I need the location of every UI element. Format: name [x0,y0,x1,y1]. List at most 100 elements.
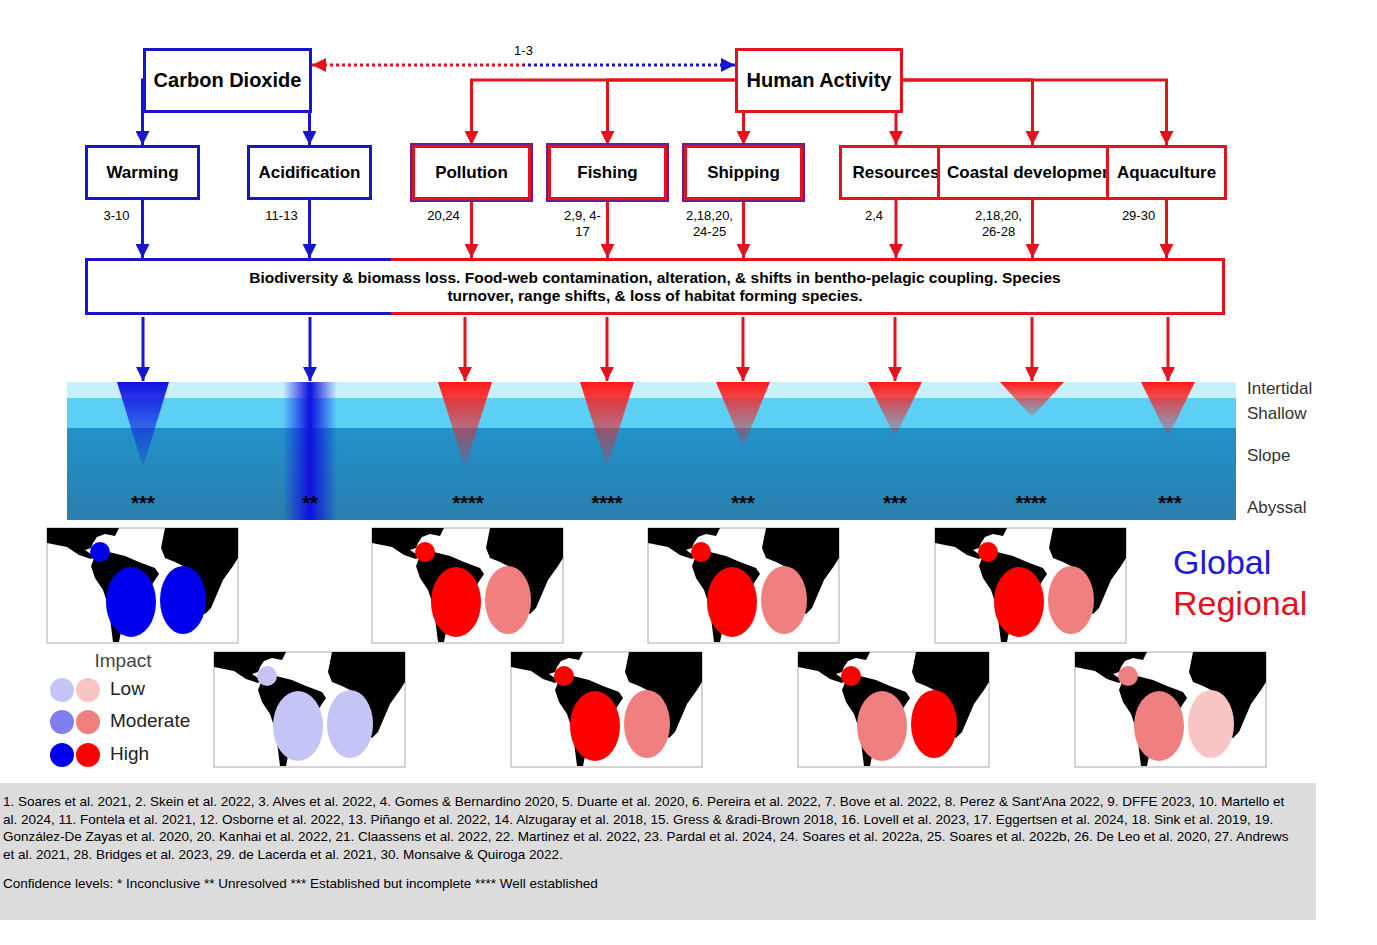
region-map [511,652,702,767]
node-label: Pollution [435,163,508,183]
impact-area [857,691,907,761]
impact-area [90,542,110,562]
impact-area [273,691,323,761]
impact-area [485,566,531,634]
landmass [979,552,1047,642]
reference-numbers: 3-10 [97,208,137,224]
map-frame [935,528,1126,643]
region-map [648,528,839,643]
shallow-zone [67,398,1236,428]
acidification-column [283,382,337,520]
reference-numbers: 2,9, 4-17 [564,208,602,239]
impact-area [431,567,481,637]
impact-area [994,567,1044,637]
impact-wedge [438,382,492,467]
impact-arrow [1031,317,1034,381]
reference-numbers: 2,18,20, 26-28 [971,208,1027,239]
impact-wedge [716,382,770,447]
landmass [258,676,326,766]
reference-numbers: 2,18,20, 24-25 [682,208,738,239]
impact-area [160,566,206,634]
confidence-stars: ** [302,492,318,515]
impact-arrow [606,317,609,381]
landmass [842,676,910,766]
node-label: Shipping [707,163,780,183]
impact-wedge [868,382,922,437]
flow-arrow [141,200,144,258]
node-label: Biodiversity & biomass loss. Food-web co… [220,269,1090,305]
driver-box: Resources [839,145,953,200]
impact-area [415,542,435,562]
flow-arrow [308,200,311,258]
scale-label: Regional [1173,584,1307,623]
legend-title: Impact [94,650,151,672]
link-arrow [312,64,735,67]
impact-arrow [742,317,745,381]
flow-arrow [472,80,736,145]
reference-numbers: 11-13 [260,208,304,224]
impact-arrow [894,317,897,381]
driver-box: Pollution [412,145,531,200]
flow-arrow [742,200,745,258]
driver-box: Aquaculture [1106,145,1227,200]
reference-numbers: 20,24 [422,208,466,224]
impact-area [570,691,620,761]
impact-area [761,566,807,634]
legend-swatch-regional [76,710,100,734]
driver-box: Fishing [548,145,667,200]
legend-swatch-regional [76,743,100,767]
reference-numbers: 29-30 [1117,208,1161,224]
map-frame [214,652,405,767]
impact-area [106,567,156,637]
impact-box: Biodiversity & biomass loss. Food-web co… [85,258,1225,315]
legend-swatch [50,678,74,702]
driver-box: Coastal development [937,145,1128,200]
legend-swatch [50,710,74,734]
flow-arrow [903,80,1033,145]
map-frame [798,652,989,767]
impact-area [841,666,861,686]
region-map [1075,652,1266,767]
impact-arrow [464,317,467,381]
driver-box: Shipping [684,145,803,200]
legend-swatch [50,743,74,767]
node-label: Coastal development [947,163,1118,183]
impact-wedge [117,382,169,467]
impact-area [1048,566,1094,634]
node-label: Fishing [577,163,637,183]
confidence-stars: **** [1015,492,1046,515]
reference-panel: 1. Soares et al. 2021, 2. Skein et al. 2… [0,783,1316,920]
scale-label: Global [1173,543,1271,582]
reference-numbers: 2,4 [858,208,890,224]
impact-wedge [580,382,634,467]
node-label: Acidification [258,163,360,183]
map-frame [648,528,839,643]
confidence-stars: *** [1158,492,1181,515]
confidence-stars: *** [883,492,906,515]
region-map [214,652,405,767]
impact-area [257,666,277,686]
node-label: Resources [853,163,940,183]
impact-arrow [309,317,312,381]
reference-list: 1. Soares et al. 2021, 2. Skein et al. 2… [3,793,1300,863]
depth-label: Intertidal [1247,379,1312,399]
driver-box: Acidification [247,145,372,200]
impact-arrow [1167,317,1170,381]
flow-arrow [1031,200,1034,258]
legend-label: Moderate [110,710,190,732]
flow-arrow [1165,200,1168,258]
impact-area [624,690,670,758]
impact-area [1118,666,1138,686]
flow-arrow [903,80,1167,145]
landmass [1119,676,1187,766]
impact-area [691,542,711,562]
map-frame [47,528,238,643]
flow-arrow [470,200,473,258]
region-map [47,528,238,643]
impact-area [327,690,373,758]
region-map [798,652,989,767]
impact-wedge [1141,382,1195,437]
process-box: Carbon Dioxide [143,48,312,113]
driver-box: Warming [85,145,200,200]
